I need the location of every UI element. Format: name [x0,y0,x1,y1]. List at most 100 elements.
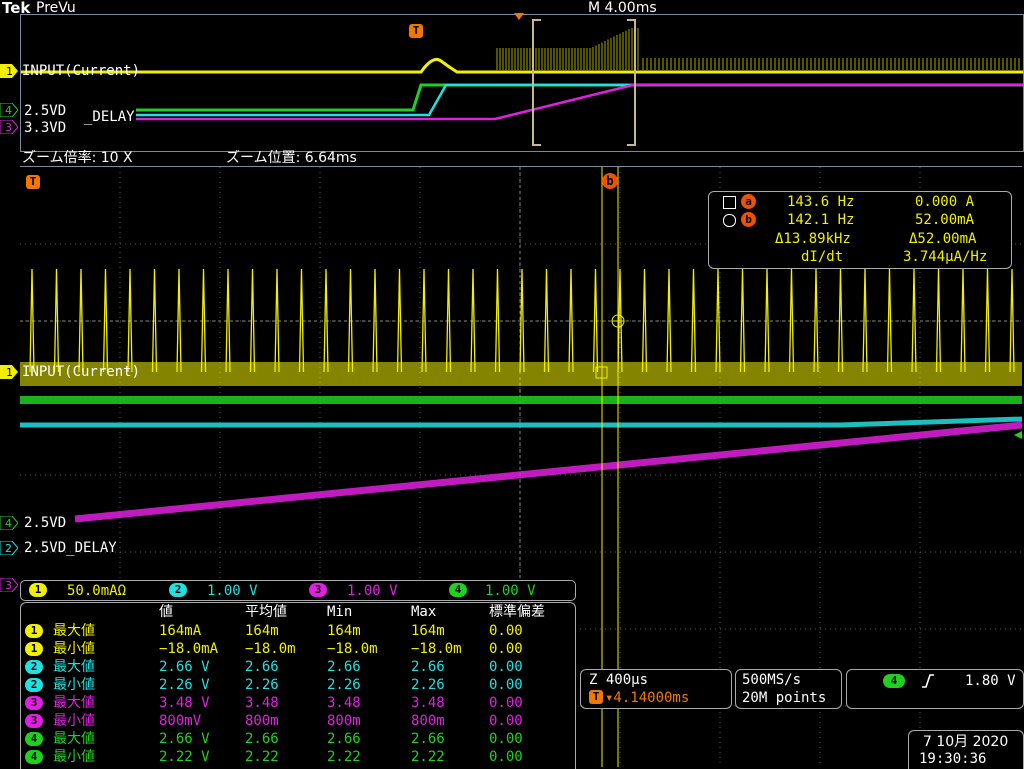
cursor-readout-panel[interactable]: a 143.6 Hz 0.000 A b 142.1 Hz 52.00mA Δ1… [708,191,1012,269]
measurement-val: 2.66 V [159,659,210,675]
zoom-ch1-label: INPUT(Current) [22,364,141,380]
scale-ch1-value[interactable]: 50.0mAΩ [67,583,127,599]
zoom-position[interactable]: ズーム位置: 6.64ms [226,150,357,166]
measurement-name: 最小値 [53,641,95,657]
zoom-ch3-trace [74,421,1022,523]
measurement-name: 最大値 [53,695,95,711]
channel-scale-bar[interactable]: 1 50.0mAΩ 2 1.00 V 3 1.00 V 4 1.00 V [20,580,576,601]
acquisition-panel[interactable]: 500MS/s 20M points [735,669,842,709]
measurement-mean: 3.48 [245,695,279,711]
main-timebase[interactable]: M 4.00ms [588,0,657,16]
measurement-std: 0.00 [489,677,523,693]
trigger-position-value: ▾4.14000ms [605,690,690,706]
cursor-a-badge: a [741,194,756,209]
measurement-mean: 2.26 [245,677,279,693]
trigger-position-icon[interactable] [514,13,524,20]
measurement-name: 最小値 [53,749,95,765]
zoom-time-panel[interactable]: Z 400μs T ▾4.14000ms [580,669,732,709]
rising-edge-icon [921,672,935,690]
zoom-ch1-marker[interactable]: 1 [0,365,18,379]
overview-ch4-label: 2.5VD [24,103,67,119]
record-length: 20M points [742,690,827,706]
cursor-b-circle-icon [723,214,736,227]
measurement-std: 0.00 [489,731,523,747]
measurement-max: 3.48 [411,695,445,711]
time: 19:30:36 [919,751,987,767]
measurement-mean: 2.66 [245,659,279,675]
cursor-a-point [595,366,608,379]
zoom-ch2-marker[interactable]: 2 [0,541,18,555]
measurement-std: 0.00 [489,623,523,639]
measurement-val: 2.26 V [159,677,210,693]
meas-header-stddev: 標準偏差 [489,604,545,620]
overview-ch3-marker[interactable]: 3 [0,120,18,134]
measurement-min: 2.22 [327,749,361,765]
measurement-channel-badge: 3 [25,714,43,728]
overview-ch1-spikes [496,28,1020,70]
zoom-trigger-icon[interactable]: T [26,175,40,189]
scale-ch4-badge[interactable]: 4 [449,583,467,597]
overview-waveforms [21,19,1023,146]
zoom-ch4-band [20,396,1022,404]
cursor-a-frequency: 143.6 Hz [787,194,855,210]
measurement-channel-badge: 1 [25,642,43,656]
overview-ch1-marker[interactable]: 1 [0,64,18,78]
zoom-ch3-marker[interactable]: 3 [0,578,18,592]
svg-text:3: 3 [5,579,12,592]
measurement-val: −18.0mA [159,641,219,657]
scale-ch4-value[interactable]: 1.00 V [485,583,536,599]
measurement-max: 2.66 [411,659,445,675]
overview-graticule[interactable] [20,14,1024,152]
measurement-min: 2.66 [327,731,361,747]
measurement-std: 0.00 [489,713,523,729]
cursor-a-value: 0.000 A [915,194,975,210]
scale-ch1-badge[interactable]: 1 [29,583,47,597]
svg-text:1: 1 [6,65,13,78]
measurement-channel-badge: 3 [25,696,43,710]
zoom-factor[interactable]: ズーム倍率: 10 X [22,150,133,166]
cursor-delta-value: Δ52.00mA [909,231,977,247]
scale-ch2-value[interactable]: 1.00 V [207,583,258,599]
cursor-b-handle[interactable]: b [602,173,618,189]
acquisition-mode: PreVu [36,0,76,16]
trigger-source-badge: 4 [883,674,905,688]
zoom-ch4-marker[interactable]: 4 [0,516,18,530]
svg-text:4: 4 [5,517,12,530]
measurement-val: 2.66 V [159,731,210,747]
trigger-panel[interactable]: 4 1.80 V [846,669,1024,709]
measurement-val: 3.48 V [159,695,210,711]
measurement-val: 164mA [159,623,202,639]
date: 7 10月 2020 [923,734,1009,750]
measurement-max: 2.26 [411,677,445,693]
overview-trigger-icon[interactable]: T [409,24,423,38]
cursor-b-badge: b [741,212,756,227]
measurement-mean: 800m [245,713,279,729]
zoom-ch2-label: 2.5VD_DELAY [24,540,117,556]
svg-text:2: 2 [5,542,12,555]
scale-ch3-badge[interactable]: 3 [309,583,327,597]
measurement-max: 800m [411,713,445,729]
overview-ch4-marker[interactable]: 4 [0,103,18,117]
measurement-mean: 164m [245,623,279,639]
overview-ch2-label-fragment: _DELAY [84,109,135,125]
svg-text:1: 1 [6,366,13,379]
overview-ch3-trace [136,83,1023,121]
measurement-min: −18.0m [327,641,378,657]
meas-header-max: Max [411,604,437,620]
measurement-max: 2.22 [411,749,445,765]
overview-ch1-trace [21,57,1023,74]
zoom-time-per-div: Z 400μs [589,672,649,688]
scale-ch2-badge[interactable]: 2 [169,583,187,597]
measurement-max: 164m [411,623,445,639]
brand-logo: Tek [2,0,31,17]
scale-ch3-value[interactable]: 1.00 V [347,583,398,599]
